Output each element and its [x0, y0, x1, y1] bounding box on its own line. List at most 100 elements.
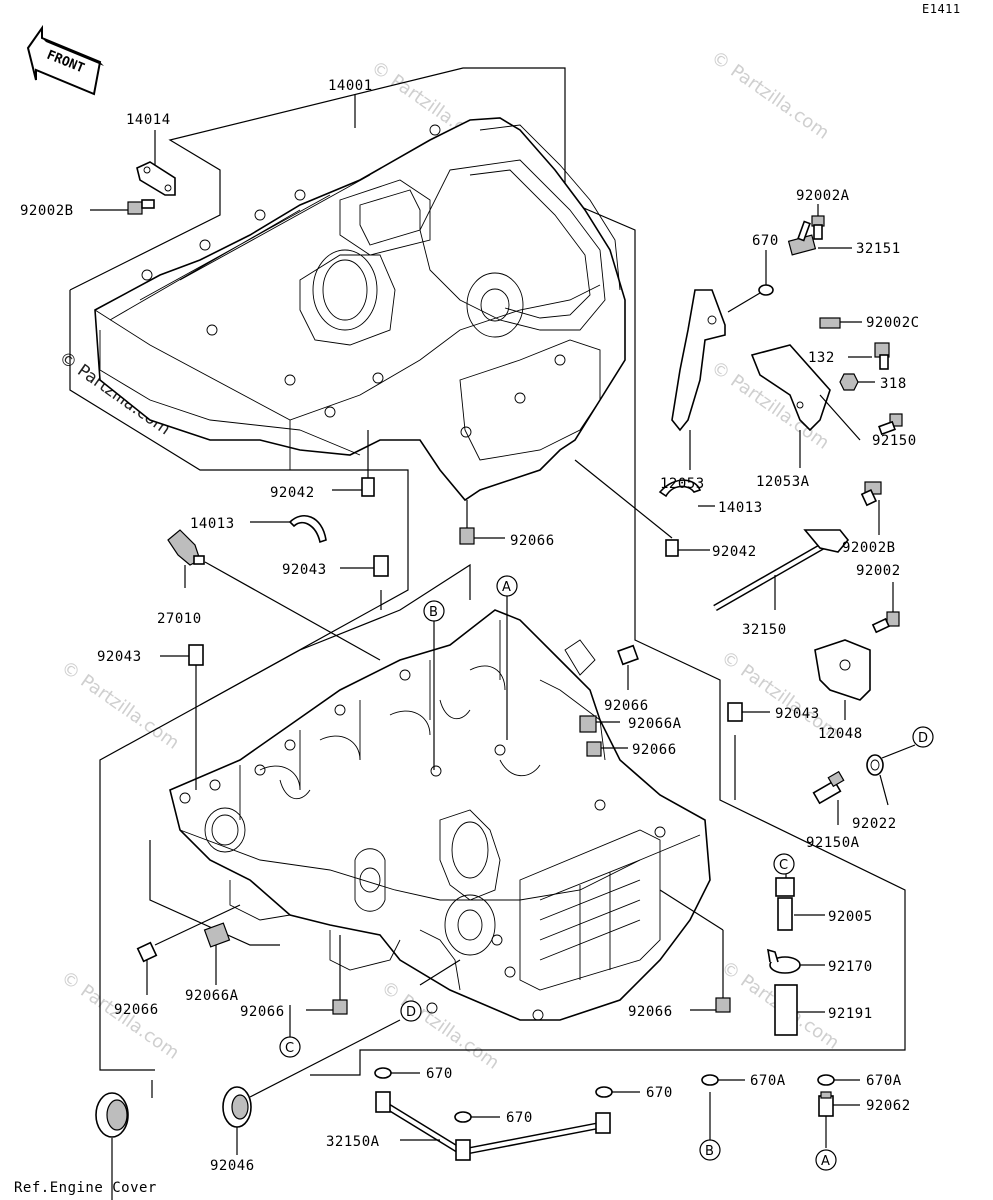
label-92022[interactable]: 92022	[852, 816, 897, 832]
part-ref-engine-cover-seal[interactable]	[95, 1080, 153, 1200]
label-92066-f[interactable]: 92066	[628, 1004, 673, 1020]
label-14013-a[interactable]: 14013	[718, 500, 763, 516]
part-92002C-bolt[interactable]	[819, 317, 862, 329]
part-92066-a[interactable]	[459, 500, 505, 545]
part-12048-bracket[interactable]	[814, 639, 871, 720]
label-92066-c[interactable]: 92066	[632, 742, 677, 758]
label-670-b[interactable]: 670	[426, 1066, 453, 1082]
label-92191[interactable]: 92191	[828, 1006, 873, 1022]
label-92062[interactable]: 92062	[866, 1098, 911, 1114]
label-14014[interactable]: 14014	[126, 112, 171, 128]
label-670-c[interactable]: 670	[646, 1085, 673, 1101]
part-92042-pin-a[interactable]	[332, 430, 375, 497]
part-92043-pin-c[interactable]	[727, 702, 770, 800]
part-92002A-bolt[interactable]	[811, 204, 825, 240]
part-670-oring-d[interactable]	[595, 1086, 640, 1098]
part-670A-oring-b[interactable]	[817, 1074, 860, 1086]
part-92066-c[interactable]	[586, 741, 628, 757]
part-32150A-pipe[interactable]	[375, 1091, 611, 1161]
part-27010-switch[interactable]	[167, 529, 381, 661]
part-14013-b[interactable]	[250, 515, 327, 544]
part-12053A-guide[interactable]	[750, 344, 861, 468]
part-92022-washer[interactable]	[866, 744, 916, 806]
part-92066-d[interactable]	[136, 904, 241, 995]
label-32150A[interactable]: 32150A	[326, 1134, 380, 1150]
part-92002B-bolt[interactable]	[90, 199, 155, 215]
part-92002-bolt[interactable]	[871, 582, 900, 634]
part-92191-hose[interactable]	[774, 984, 825, 1036]
label-670A-a[interactable]: 670A	[750, 1073, 786, 1089]
part-92042-pin-b[interactable]	[574, 459, 710, 557]
label-92066-e[interactable]: 92066	[240, 1004, 285, 1020]
part-92005-fitting[interactable]	[775, 870, 825, 931]
part-92066A-b[interactable]	[203, 922, 231, 985]
label-92042-b[interactable]: 92042	[712, 544, 757, 560]
callout-d-right[interactable]: D	[912, 726, 934, 748]
part-92046-bearing[interactable]	[222, 1019, 401, 1155]
label-92043-b[interactable]: 92043	[97, 649, 142, 665]
label-92002A[interactable]: 92002A	[796, 188, 850, 204]
label-92002C[interactable]: 92002C	[866, 315, 920, 331]
part-670-oring-b[interactable]	[374, 1067, 420, 1079]
callout-b-top[interactable]: B	[423, 600, 445, 770]
label-27010[interactable]: 27010	[157, 611, 202, 627]
part-12053-guide[interactable]	[671, 289, 726, 470]
label-92046[interactable]: 92046	[210, 1158, 255, 1174]
label-92150[interactable]: 92150	[872, 433, 917, 449]
label-92066A-a[interactable]: 92066A	[628, 716, 682, 732]
label-12053A[interactable]: 12053A	[756, 474, 810, 490]
callout-c-right[interactable]: C	[773, 853, 795, 875]
callout-d-lower[interactable]: D	[400, 1000, 422, 1022]
label-92002B-top[interactable]: 92002B	[20, 203, 74, 219]
part-92066A-a[interactable]	[579, 715, 620, 733]
label-92043-a[interactable]: 92043	[282, 562, 327, 578]
part-92170-clamp[interactable]	[767, 948, 825, 974]
label-92002[interactable]: 92002	[856, 563, 901, 579]
label-92002B-b[interactable]: 92002B	[842, 540, 896, 556]
part-92066-e[interactable]	[306, 935, 348, 1015]
label-92066A-b[interactable]: 92066A	[185, 988, 239, 1004]
part-32151-nozzle[interactable]	[787, 220, 852, 256]
label-14013-b[interactable]: 14013	[190, 516, 235, 532]
part-92002B-bolt-b[interactable]	[860, 481, 882, 535]
label-14001[interactable]: 14001	[328, 78, 373, 94]
callout-b-lower[interactable]: B	[699, 1139, 721, 1161]
callout-c-lower[interactable]: C	[279, 1036, 301, 1058]
part-670-oring-c[interactable]	[454, 1111, 500, 1123]
label-670-a[interactable]: 670	[752, 233, 779, 249]
label-92005[interactable]: 92005	[828, 909, 873, 925]
label-92066-a[interactable]: 92066	[510, 533, 555, 549]
part-32150-pipe[interactable]	[713, 529, 850, 612]
label-32151[interactable]: 32151	[856, 241, 901, 257]
part-92150-bolt[interactable]	[878, 413, 903, 436]
part-318-nut[interactable]	[839, 373, 875, 391]
label-32150[interactable]: 32150	[742, 622, 787, 638]
part-670-oring-a[interactable]	[727, 250, 774, 313]
part-14014[interactable]	[136, 130, 176, 196]
label-12048[interactable]: 12048	[818, 726, 863, 742]
part-92150A-fitting[interactable]	[812, 770, 845, 825]
callout-a-top[interactable]: A	[496, 575, 518, 740]
label-92043-c[interactable]: 92043	[775, 706, 820, 722]
part-92043-pin-b[interactable]	[160, 644, 204, 790]
part-14013-a[interactable]	[658, 479, 715, 507]
label-318[interactable]: 318	[880, 376, 907, 392]
part-92066-b[interactable]	[617, 644, 639, 690]
label-670A-b[interactable]: 670A	[866, 1073, 902, 1089]
part-92066-f[interactable]	[659, 889, 731, 1013]
part-132-bolt[interactable]	[848, 342, 890, 370]
label-92150A[interactable]: 92150A	[806, 835, 860, 851]
label-92042-a[interactable]: 92042	[270, 485, 315, 501]
label-132[interactable]: 132	[808, 350, 835, 366]
label-92066-b[interactable]: 92066	[604, 698, 649, 714]
label-12053[interactable]: 12053	[660, 476, 705, 492]
label-670-d[interactable]: 670	[506, 1110, 533, 1126]
callout-a-lower[interactable]: A	[815, 1149, 837, 1171]
label-92170[interactable]: 92170	[828, 959, 873, 975]
part-92062-plug[interactable]	[818, 1091, 860, 1148]
part-92043-pin-a[interactable]	[340, 555, 389, 610]
part-670A-oring-a[interactable]	[701, 1074, 745, 1140]
label-92066-d[interactable]: 92066	[114, 1002, 159, 1018]
